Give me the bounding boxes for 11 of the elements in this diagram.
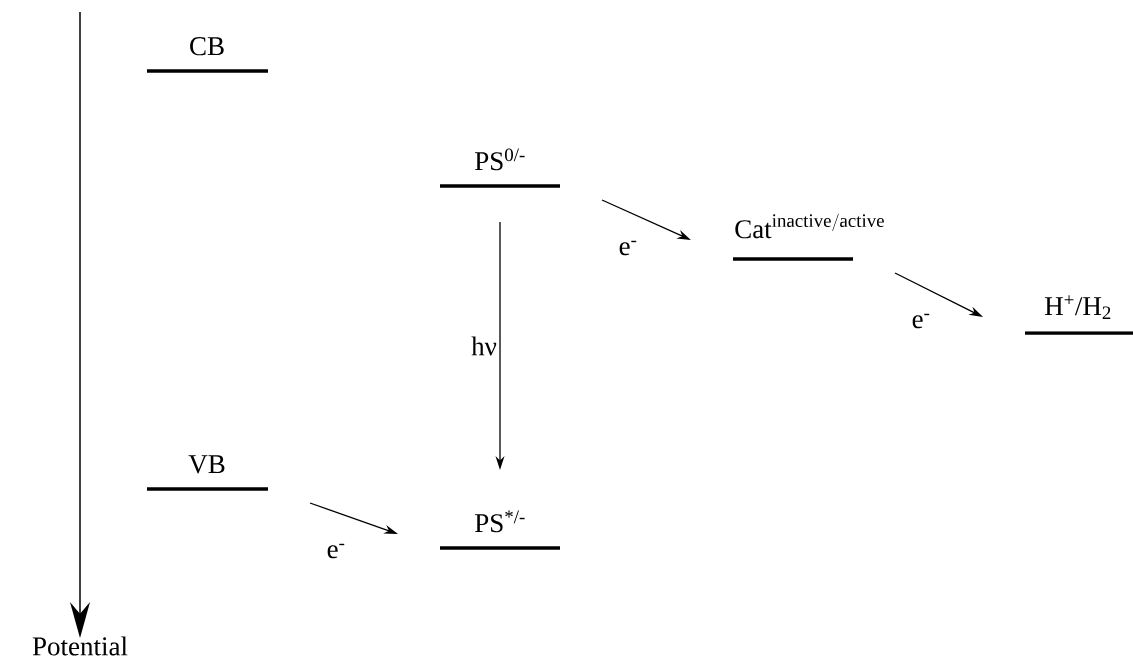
energy-level: CB	[147, 37, 268, 73]
energy-level: VB	[147, 455, 268, 491]
energy-level: PS$^{0/-}$	[440, 148, 560, 188]
edge-label: hν	[471, 336, 497, 356]
energy-level: H$^{+}$/H$_{2}$	[1025, 295, 1133, 335]
axis-label: Potential	[32, 636, 128, 656]
edge-label: e$^{-}$	[327, 543, 345, 559]
edge-label: e$^{-}$	[912, 313, 930, 329]
energy-level: PS$^{*/-}$	[440, 510, 560, 550]
edge-label: e$^{-}$	[619, 240, 637, 256]
energy-level: $\mathrm{Cat}^{\mathrm{inactive/active}}$	[733, 213, 884, 261]
